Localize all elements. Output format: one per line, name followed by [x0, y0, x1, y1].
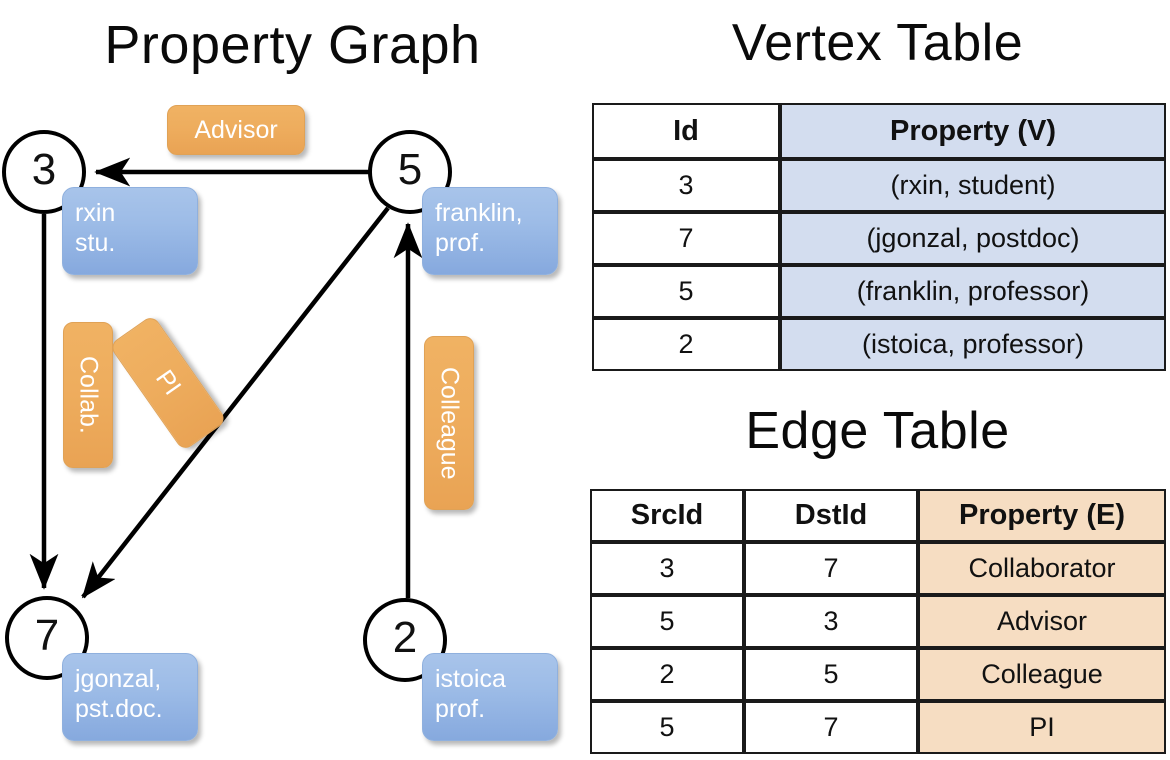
edge-row-3-property: PI — [918, 701, 1166, 754]
vertex-row-2-property: (franklin, professor) — [780, 265, 1166, 318]
edge-table-header-row: SrcId DstId Property (E) — [590, 489, 1166, 542]
node-property-rxin-line2: stu. — [75, 229, 116, 257]
edge-label-advisor[interactable]: Advisor — [167, 105, 305, 155]
vertex-row-1-property: (jgonzal, postdoc) — [780, 212, 1166, 265]
table-row[interactable]: 3 (rxin, student) — [592, 159, 1166, 212]
node-property-box-jgonzal[interactable]: jgonzal, pst.doc. — [62, 653, 198, 741]
table-row[interactable]: 2 5 Colleague — [590, 648, 1166, 701]
node-property-istoica-line1: istoica — [435, 665, 506, 693]
graph-node-7-label: 7 — [34, 611, 60, 660]
edge-row-2-src: 2 — [590, 648, 744, 701]
node-property-jgonzal-line1: jgonzal, — [75, 665, 162, 693]
graph-node-5-label: 5 — [397, 145, 423, 194]
node-property-rxin-line1: rxin — [75, 199, 116, 227]
vertex-row-0-id: 3 — [592, 159, 780, 212]
table-row[interactable]: 2 (istoica, professor) — [592, 318, 1166, 371]
table-row[interactable]: 3 7 Collaborator — [590, 542, 1166, 595]
edge-table-header-dstid: DstId — [744, 489, 918, 542]
edge-row-2-dst: 5 — [744, 648, 918, 701]
edge-label-advisor-text: Advisor — [194, 115, 278, 144]
vertex-row-3-id: 2 — [592, 318, 780, 371]
edge-row-3-src: 5 — [590, 701, 744, 754]
edge-label-colleague[interactable]: Colleague — [424, 336, 474, 510]
edge-label-pi-text: PI — [150, 365, 187, 401]
edge-table: SrcId DstId Property (E) 3 7 Collaborato… — [590, 489, 1166, 754]
edge-label-collab-text: Collab. — [74, 356, 103, 434]
edge-table-header-property: Property (E) — [918, 489, 1166, 542]
vertex-row-0-property: (rxin, student) — [780, 159, 1166, 212]
vertex-row-2-id: 5 — [592, 265, 780, 318]
edge-row-1-property: Advisor — [918, 595, 1166, 648]
edge-row-2-property: Colleague — [918, 648, 1166, 701]
table-row[interactable]: 5 3 Advisor — [590, 595, 1166, 648]
table-row[interactable]: 5 (franklin, professor) — [592, 265, 1166, 318]
node-property-istoica-line2: prof. — [435, 695, 486, 723]
table-row[interactable]: 5 7 PI — [590, 701, 1166, 754]
edge-row-0-dst: 7 — [744, 542, 918, 595]
graph-node-2[interactable]: 2 — [363, 598, 447, 682]
vertex-table-header-id: Id — [592, 103, 780, 159]
page-title-edge-table: Edge Table — [745, 402, 1010, 460]
node-property-box-rxin[interactable]: rxin stu. — [62, 187, 198, 275]
vertex-table-header-property: Property (V) — [780, 103, 1166, 159]
node-property-box-franklin[interactable]: franklin, prof. — [422, 187, 558, 275]
vertex-table: Id Property (V) 3 (rxin, student) 7 (jgo… — [592, 103, 1166, 371]
table-row[interactable]: 7 (jgonzal, postdoc) — [592, 212, 1166, 265]
node-property-box-istoica[interactable]: istoica prof. — [422, 653, 558, 741]
vertex-row-3-property: (istoica, professor) — [780, 318, 1166, 371]
edge-row-0-property: Collaborator — [918, 542, 1166, 595]
node-property-franklin-line1: franklin, — [435, 199, 523, 227]
edge-row-0-src: 3 — [590, 542, 744, 595]
edge-table-header-srcid: SrcId — [590, 489, 744, 542]
page-title-vertex-table: Vertex Table — [731, 14, 1024, 72]
edge-row-1-dst: 3 — [744, 595, 918, 648]
edge-arrow-pi — [81, 206, 390, 599]
graph-node-5[interactable]: 5 — [368, 130, 452, 214]
vertex-table-header-row: Id Property (V) — [592, 103, 1166, 159]
page-title-property-graph: Property Graph — [104, 15, 481, 75]
node-property-franklin-line2: prof. — [435, 229, 486, 257]
edge-row-1-src: 5 — [590, 595, 744, 648]
vertex-row-1-id: 7 — [592, 212, 780, 265]
graph-node-2-label: 2 — [392, 613, 418, 662]
node-property-jgonzal-line2: pst.doc. — [75, 695, 163, 723]
edge-label-colleague-text: Colleague — [435, 366, 464, 480]
graph-node-3-label: 3 — [31, 145, 57, 194]
edge-row-3-dst: 7 — [744, 701, 918, 754]
edge-label-collab[interactable]: Collab. — [63, 322, 113, 468]
graph-edges-layer — [29, 157, 423, 599]
